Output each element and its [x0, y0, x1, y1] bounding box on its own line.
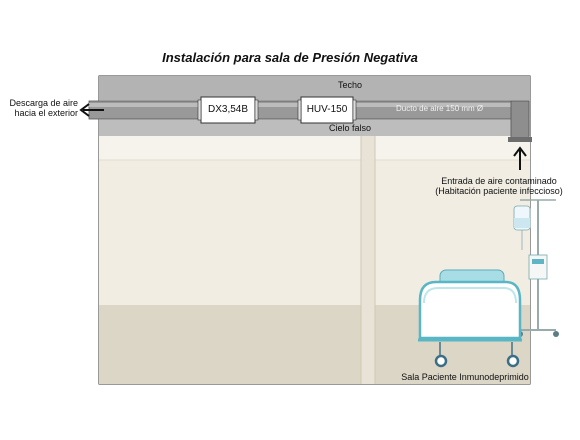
- partition-column: [361, 136, 375, 384]
- intake-label-line2: (Habitación paciente infeccioso): [435, 186, 563, 196]
- wall-band-upper: [99, 136, 530, 160]
- unit-dx354b-label: DX3,54B: [207, 104, 249, 115]
- false-ceiling-label: Cielo falso: [328, 123, 372, 133]
- intake-label: Entrada de aire contaminado (Habitación …: [418, 176, 580, 196]
- false-ceiling: [99, 120, 530, 136]
- duct-label: Ducto de aire 150 mm Ø: [396, 104, 484, 113]
- unit-dx354b: [200, 96, 256, 124]
- iv-pole-illustration: [513, 199, 559, 337]
- room-label: Sala Paciente Inmunodeprimido: [401, 372, 529, 382]
- ceiling-label: Techo: [337, 80, 363, 90]
- exhaust-label: Descarga de aire hacia el exterior: [0, 98, 78, 118]
- duct-drop: [510, 100, 530, 142]
- unit-huv150-label: HUV-150: [306, 104, 348, 115]
- exhaust-label-line2: hacia el exterior: [14, 108, 78, 118]
- exhaust-label-line1: Descarga de aire: [9, 98, 78, 108]
- page-title: Instalación para sala de Presión Negativ…: [162, 50, 418, 65]
- ceiling-band: [99, 76, 530, 100]
- hospital-bed-illustration: [418, 269, 522, 368]
- intake-label-line1: Entrada de aire contaminado: [441, 176, 557, 186]
